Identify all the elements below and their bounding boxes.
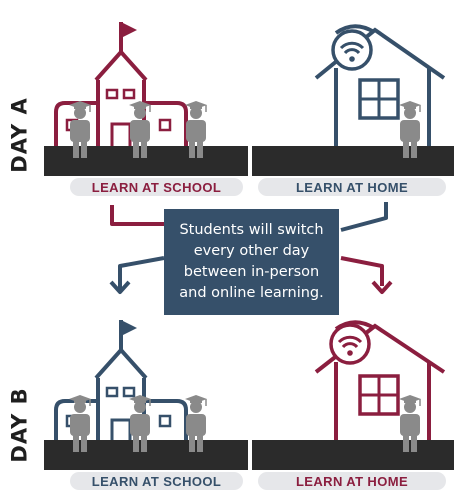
ground-home xyxy=(252,146,454,176)
diagram-canvas xyxy=(44,22,454,470)
ground-home xyxy=(252,440,454,470)
learn-at-home-pill-b: LEARN AT HOME xyxy=(258,472,446,490)
day-a-label: DAY A xyxy=(6,80,34,190)
wifi-icon xyxy=(329,323,371,365)
callout-line-1: Students will switch xyxy=(179,222,324,238)
callout-line-4: and online learning. xyxy=(179,285,324,301)
switch-callout: Students will switch every other day bet… xyxy=(164,209,339,315)
callout-line-3: between in-person xyxy=(183,264,320,280)
row-a xyxy=(44,22,454,176)
day-b-label: DAY B xyxy=(6,370,34,480)
callout-line-2: every other day xyxy=(193,243,310,259)
day-a-text: DAY A xyxy=(8,97,33,173)
learn-at-school-pill-a: LEARN AT SCHOOL xyxy=(70,178,243,196)
arrow-icon xyxy=(109,202,388,294)
learn-at-school-pill-b: LEARN AT SCHOOL xyxy=(70,472,243,490)
wifi-icon xyxy=(331,29,373,71)
row-b xyxy=(44,320,454,470)
arrow-icon xyxy=(110,205,393,294)
day-b-text: DAY B xyxy=(8,387,33,463)
learn-at-home-pill-a: LEARN AT HOME xyxy=(258,178,446,196)
